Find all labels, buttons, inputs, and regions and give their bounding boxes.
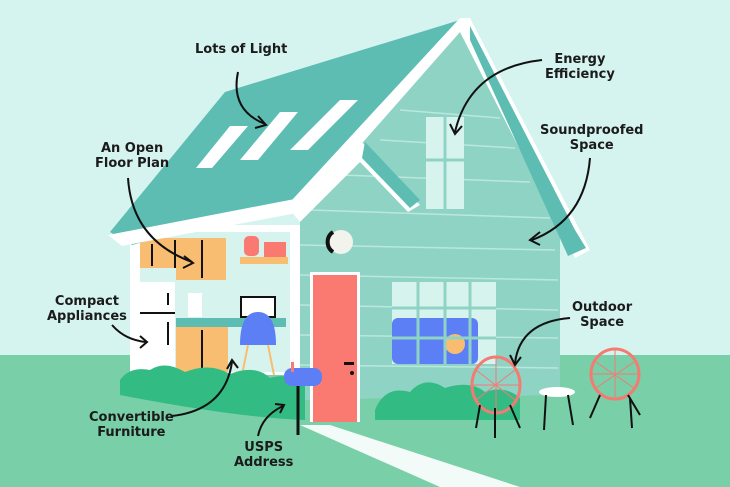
arrow-icon [111,324,147,343]
label-lots-of-light: Lots of Light [195,42,288,57]
bowls-icon [244,236,259,256]
coffee-maker-icon [188,293,202,317]
plates-icon [264,242,286,257]
sofa-icon [392,318,478,364]
walkway [300,425,520,487]
skylight [290,100,358,150]
arrow-icon [235,71,266,125]
desk-chair-icon [240,312,276,345]
arrow-icon [171,361,233,417]
arrow-icon [531,157,591,241]
skylight [196,126,248,168]
porch-light-icon [329,230,353,254]
label-energy-efficiency: Energy Efficiency [545,52,615,82]
skylight [240,112,298,160]
arrow-icon [127,177,193,263]
arrow-icon [454,59,543,133]
shelf [240,257,288,264]
label-outdoor-space: Outdoor Space [572,300,633,330]
label-soundproofed-space: Soundproofed Space [540,123,644,153]
label-compact-appliances: Compact Appliances [47,294,127,324]
label-usps-address: USPS Address [234,440,294,470]
label-open-floor-plan: An Open Floor Plan [95,141,170,171]
mailbox-icon [284,368,322,386]
patio-table [539,387,575,397]
door-handle-icon [344,362,354,365]
arrow-icon [514,317,571,364]
annotation-arrows [111,59,591,437]
bushes-left [120,365,305,420]
main-roof [110,20,460,245]
counter [176,318,286,327]
arrow-icon [257,405,284,437]
label-convertible-furniture: Convertible Furniture [89,410,174,440]
patio-chair-right [589,347,641,401]
